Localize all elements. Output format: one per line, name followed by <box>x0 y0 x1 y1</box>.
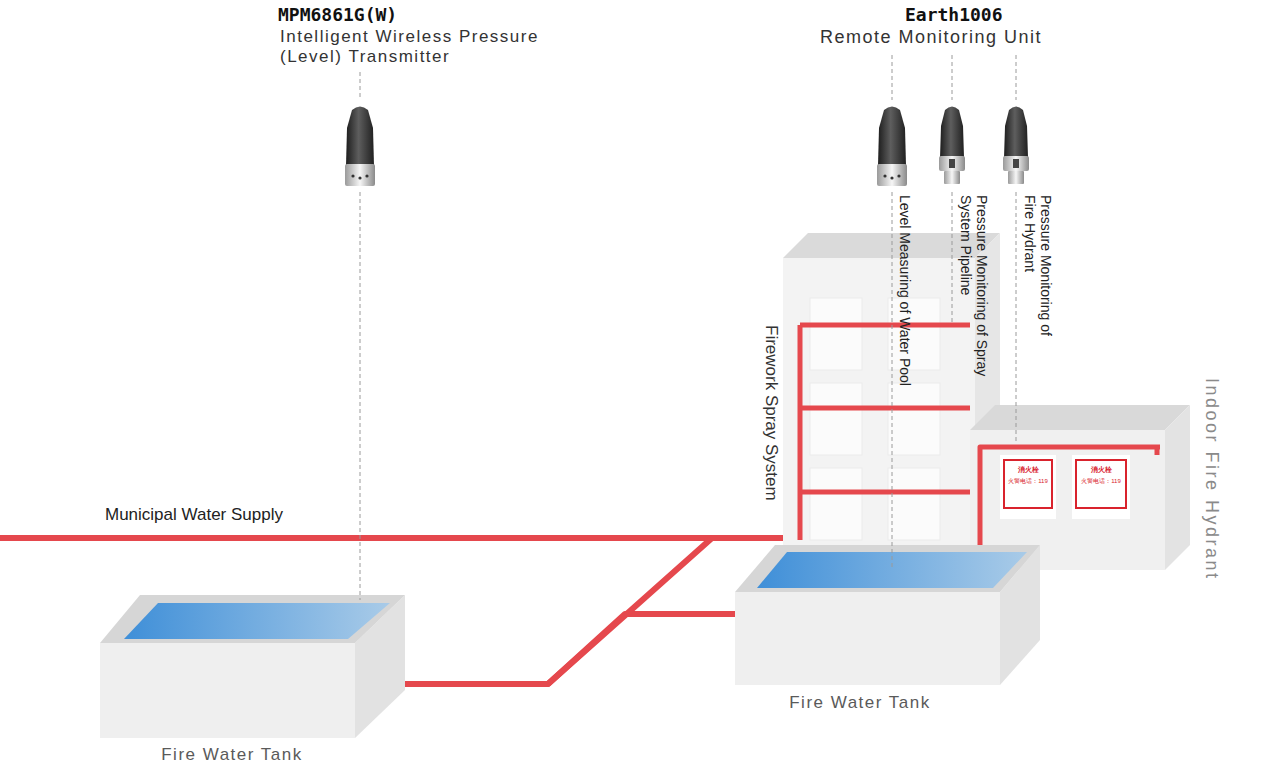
level-sensor <box>877 107 907 187</box>
pressure-sensor <box>1003 107 1029 185</box>
node-shape <box>100 595 405 738</box>
window <box>888 468 940 540</box>
leader-line <box>1016 55 1017 100</box>
node-text: 火警电话：119 <box>1079 477 1123 486</box>
window <box>888 383 940 455</box>
node-text: 消火栓 <box>1007 465 1049 475</box>
level-transmitter <box>345 107 375 187</box>
node-text: Fire Water Tank <box>735 693 985 713</box>
window <box>810 298 862 370</box>
face <box>124 603 390 639</box>
leader-line <box>360 72 361 100</box>
leader-line <box>892 55 893 100</box>
window <box>888 298 940 370</box>
face <box>735 545 1040 592</box>
caption-label: Earth1006 <box>905 4 1003 25</box>
face <box>783 258 975 545</box>
face <box>100 643 355 738</box>
pipe-connector <box>405 538 783 684</box>
pipe <box>1155 447 1160 455</box>
caption-label: Remote Monitoring Unit <box>820 27 1042 48</box>
leader-line <box>360 192 361 600</box>
face <box>100 595 405 643</box>
node-text: Indoor Fire Hydrant <box>1201 378 1222 581</box>
node-text: Fire Water Tank <box>100 745 364 765</box>
caption-label: Municipal Water Supply <box>105 505 283 525</box>
face <box>735 592 1000 685</box>
window <box>810 383 862 455</box>
window <box>810 468 862 540</box>
face <box>1165 405 1190 570</box>
pipe <box>798 325 803 540</box>
water-tank: Fire Water Tank <box>100 595 405 738</box>
leader-line <box>1016 192 1017 443</box>
caption-label: MPM6861G(W) <box>278 4 397 25</box>
pipe <box>800 490 970 495</box>
face <box>970 405 1190 430</box>
cabinet-frame: 消火栓火警电话：119 <box>1075 459 1127 509</box>
municipal-pipe <box>0 535 712 541</box>
pressure-sensor <box>939 107 965 185</box>
water-tank: Fire Water Tank <box>735 545 1040 685</box>
pipe-connector <box>405 614 735 684</box>
callout-label: Level Measuring of Water Pool <box>897 195 913 386</box>
leader-line <box>892 192 893 570</box>
hydrant-cabinet: 消火栓火警电话：119 <box>1072 455 1130 519</box>
node-shape <box>735 545 1040 685</box>
hydrant-cabinet: 消火栓火警电话：119 <box>1000 455 1056 519</box>
leader-line <box>952 192 953 322</box>
pipe <box>800 406 970 411</box>
node-text: Firework Spray System <box>761 325 781 501</box>
caption-label: Intelligent Wireless Pressure (Level) Tr… <box>280 27 555 67</box>
cabinet-frame: 消火栓火警电话：119 <box>1003 459 1053 509</box>
leader-line <box>952 55 953 100</box>
pipe <box>800 323 970 328</box>
node-text: 消火栓 <box>1079 465 1123 475</box>
callout-label: Pressure Monitoring of Fire Hydrant <box>1022 195 1054 350</box>
face <box>757 552 1027 588</box>
callout-label: Pressure Monitoring of Spray System Pipe… <box>958 195 990 395</box>
node-text: 火警电话：119 <box>1007 477 1049 486</box>
